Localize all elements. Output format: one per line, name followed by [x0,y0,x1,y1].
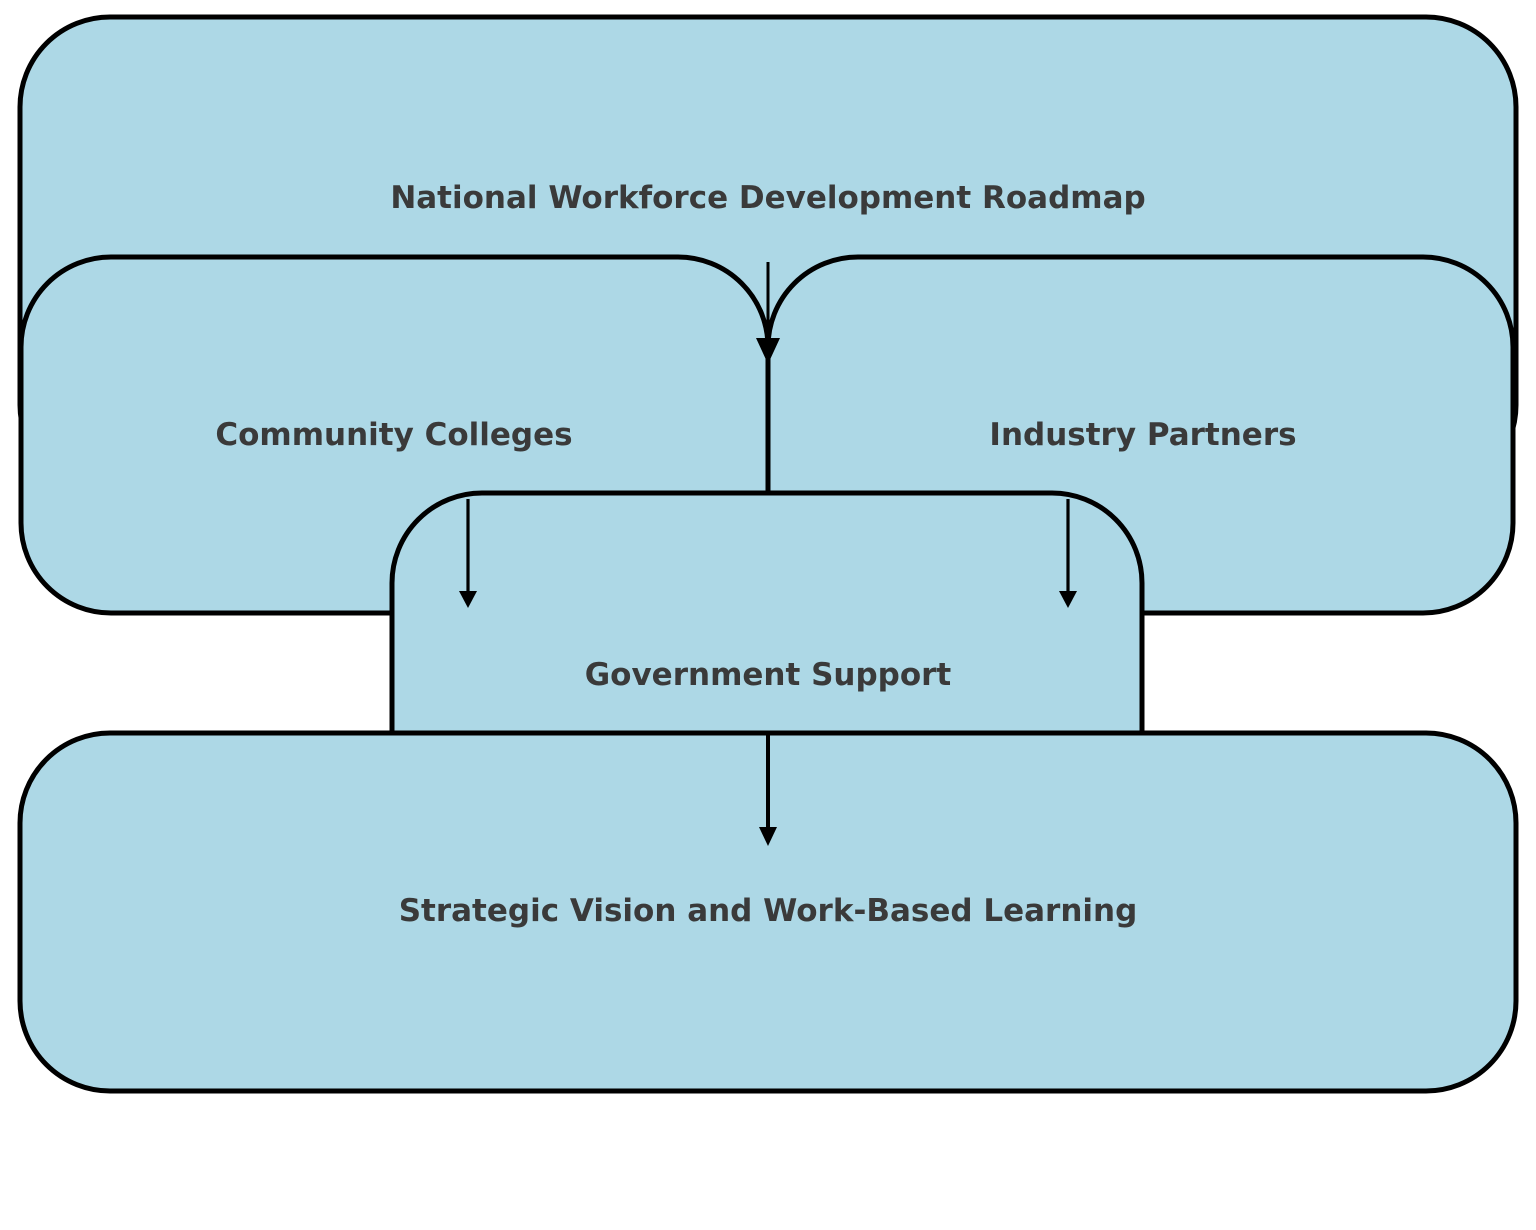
edge-industry-partners-arrowhead-icon [1059,591,1077,608]
node-industry-partners-label: Industry Partners [989,417,1296,453]
edge-government-support-arrowhead-icon [759,827,777,846]
node-strategic-vision-box [17,730,1519,1094]
node-community-colleges-label: Community Colleges [215,417,572,453]
node-roadmap-label: National Workforce Development Roadmap [390,180,1145,216]
edge-government-support-to-strategic-vision-arrow [759,735,777,846]
node-strategic-vision-label: Strategic Vision and Work-Based Learning [399,893,1138,929]
node-government-support-label: Government Support [585,657,952,693]
edge-community-colleges-arrowhead-icon [459,591,477,608]
edge-industry-partners-to-government-support-arrow [1059,499,1077,608]
edge-roadmap-to-government-support-arrow [756,262,780,364]
edge-roadmap-arrowhead-icon [756,338,780,364]
edge-community-colleges-to-government-support-arrow [459,499,477,608]
